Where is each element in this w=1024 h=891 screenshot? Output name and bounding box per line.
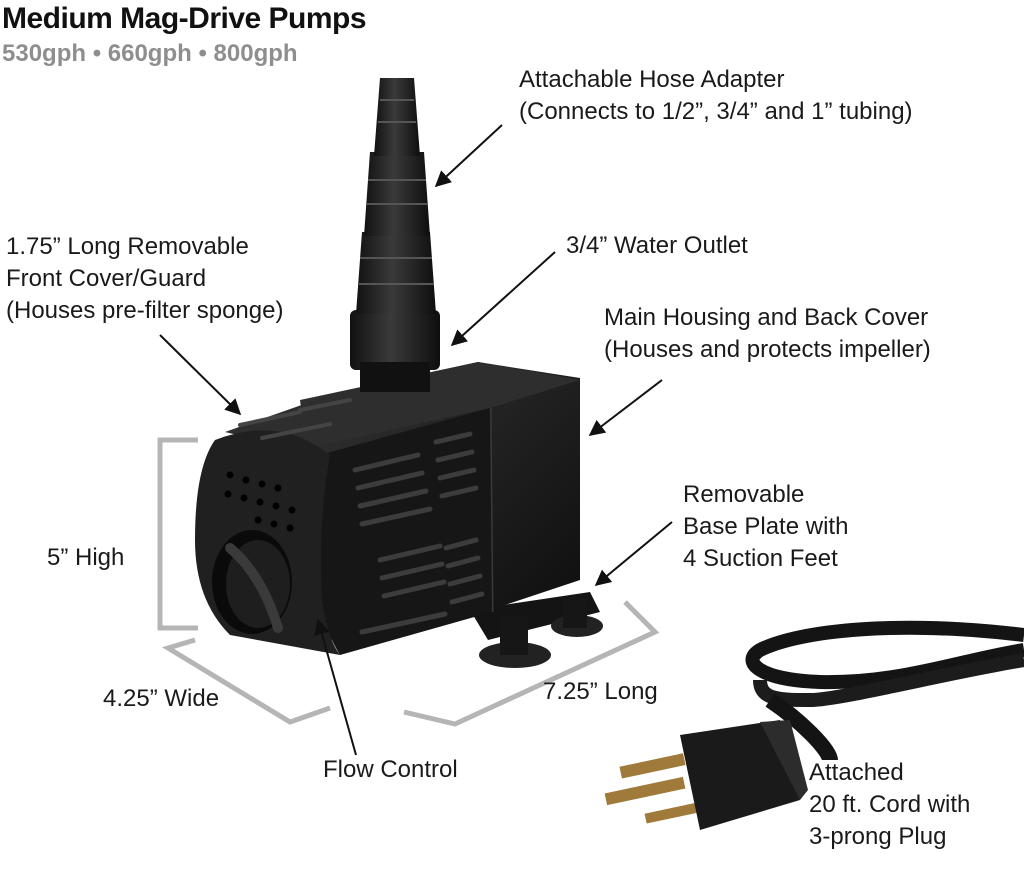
model-capacities: 530gph • 660gph • 800gph: [2, 40, 298, 67]
arrow-main-housing: [588, 379, 663, 436]
length-dimension-line: [403, 600, 660, 727]
plug-prong: [619, 753, 686, 779]
base-plate-label: Removable Base Plate with 4 Suction Feet: [683, 481, 849, 572]
power-cord: [745, 620, 1024, 762]
width-dimension-line: [161, 637, 331, 725]
hose-adapter: [350, 78, 440, 392]
arrow-base-plate: [594, 521, 673, 587]
side-vents: [352, 431, 485, 635]
arrow-hose-adapter: [434, 124, 503, 188]
cord-label: Attached 20 ft. Cord with 3-prong Plug: [809, 759, 971, 850]
flow-control-knob: [212, 530, 292, 634]
arrow-water-outlet: [450, 251, 556, 347]
plug-prong: [604, 776, 686, 806]
height-dimension-label: 5” High: [47, 544, 125, 571]
base-plate: [470, 592, 603, 668]
plug-prong: [644, 802, 701, 824]
front-cover-label: 1.75” Long Removable Front Cover/Guard (…: [6, 233, 284, 324]
width-dimension-label: 4.25” Wide: [103, 685, 220, 712]
main-housing-label: Main Housing and Back Cover (Houses and …: [604, 304, 931, 363]
hose-adapter-label: Attachable Hose Adapter (Connects to 1/2…: [519, 66, 913, 125]
water-outlet-label: 3/4” Water Outlet: [566, 232, 748, 259]
dimension-lines: [157, 437, 660, 727]
page-title: Medium Mag-Drive Pumps: [2, 2, 367, 35]
flow-control-label: Flow Control: [323, 756, 458, 783]
arrow-front-cover: [159, 334, 242, 416]
height-dimension-line: [157, 437, 198, 631]
front-cover-holes: [224, 471, 296, 532]
pump-body: [195, 362, 580, 655]
three-prong-plug: [604, 720, 808, 830]
length-dimension-label: 7.25” Long: [543, 678, 658, 705]
callout-arrows: [159, 124, 673, 756]
arrow-flow-control: [314, 618, 357, 756]
